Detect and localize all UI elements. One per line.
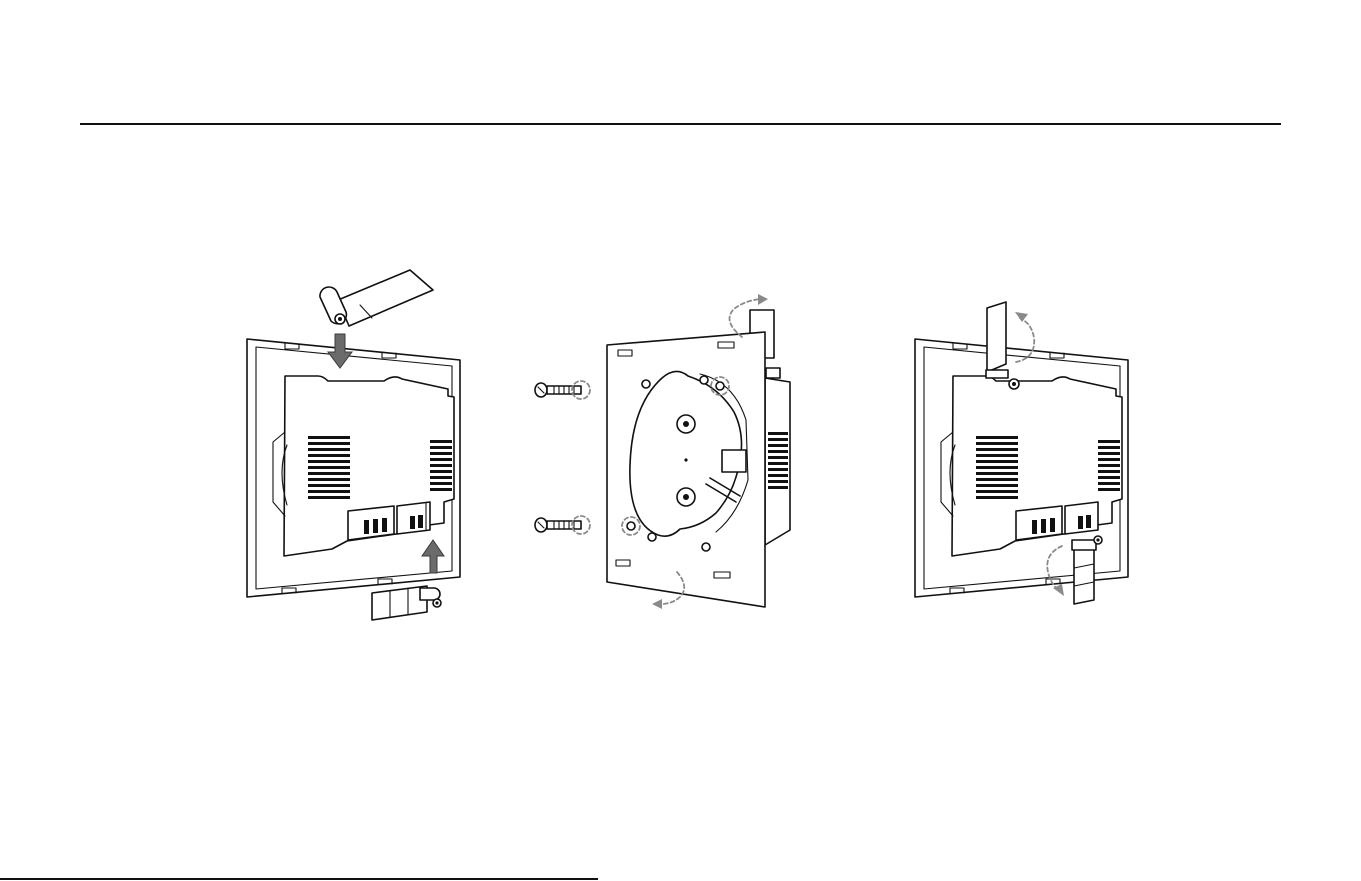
mount-with-screws-panel: [535, 294, 790, 609]
vent-slots-right: [1098, 440, 1120, 491]
screw-icon: [535, 516, 590, 534]
clips-flipped-panel: [915, 302, 1128, 604]
install-clips-panel: [247, 270, 460, 620]
screw-icon: [535, 381, 590, 399]
top-clip: [320, 270, 433, 326]
vent-slots-right: [430, 440, 452, 491]
bottom-clip: [372, 586, 441, 620]
